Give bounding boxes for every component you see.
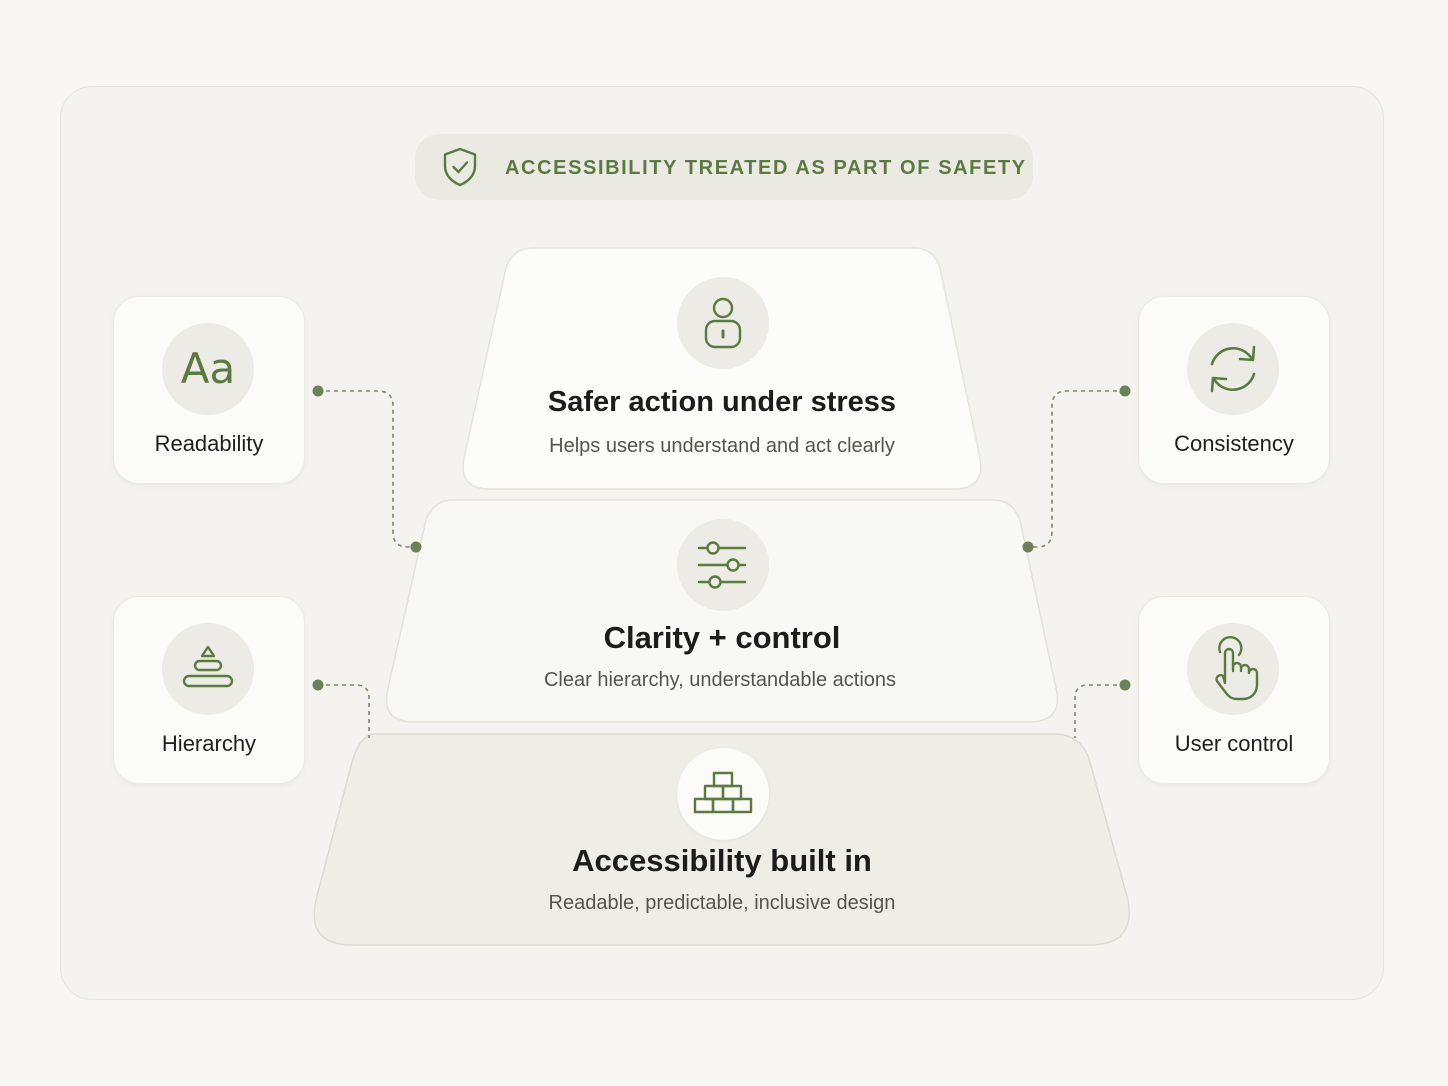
tier-bottom-subtitle: Readable, predictable, inclusive design [548, 892, 896, 914]
person-lock-icon [677, 277, 769, 369]
text-aa-icon: Aa [162, 323, 254, 415]
connector-dot [410, 541, 422, 553]
connector-hierarchy [318, 684, 370, 738]
blocks-icon [677, 748, 769, 840]
side-card-label: Readability [154, 431, 264, 456]
tier-bottom-title: Accessibility built in [572, 843, 872, 878]
connector-consistency [1028, 390, 1125, 548]
side-card-label: Hierarchy [161, 731, 257, 756]
shield-check-icon [443, 147, 477, 187]
refresh-cycle-icon [1187, 323, 1279, 415]
side-card-readability: Aa Readability [113, 296, 305, 484]
side-card-label: Consistency [1174, 431, 1294, 456]
connector-readability [318, 390, 416, 548]
tier-top-title: Safer action under stress [547, 386, 897, 418]
connector-dot [1022, 541, 1034, 553]
header-pill: ACCESSIBILITY TREATED AS PART OF SAFETY [415, 134, 1033, 200]
connector-dot [312, 679, 324, 691]
side-card-label: User control [1174, 731, 1294, 756]
pointer-hand-icon [1187, 623, 1279, 715]
side-card-consistency: Consistency [1138, 296, 1330, 484]
header-label: ACCESSIBILITY TREATED AS PART OF SAFETY [505, 157, 1027, 179]
side-card-hierarchy: Hierarchy [113, 596, 305, 784]
connector-user-control [1074, 684, 1125, 738]
side-card-user-control: User control [1138, 596, 1330, 784]
tier-top-subtitle: Helps users understand and act clearly [549, 435, 895, 457]
text-aa-glyph: Aa [180, 344, 236, 393]
tier-middle-shape [385, 499, 1059, 723]
connector-dot [312, 385, 324, 397]
tier-middle-title: Clarity + control [603, 620, 841, 655]
connector-dot [1119, 679, 1131, 691]
tier-middle-subtitle: Clear hierarchy, understandable actions [543, 669, 897, 691]
sliders-icon [677, 519, 769, 611]
stacked-layers-icon [162, 623, 254, 715]
connector-dot [1119, 385, 1131, 397]
